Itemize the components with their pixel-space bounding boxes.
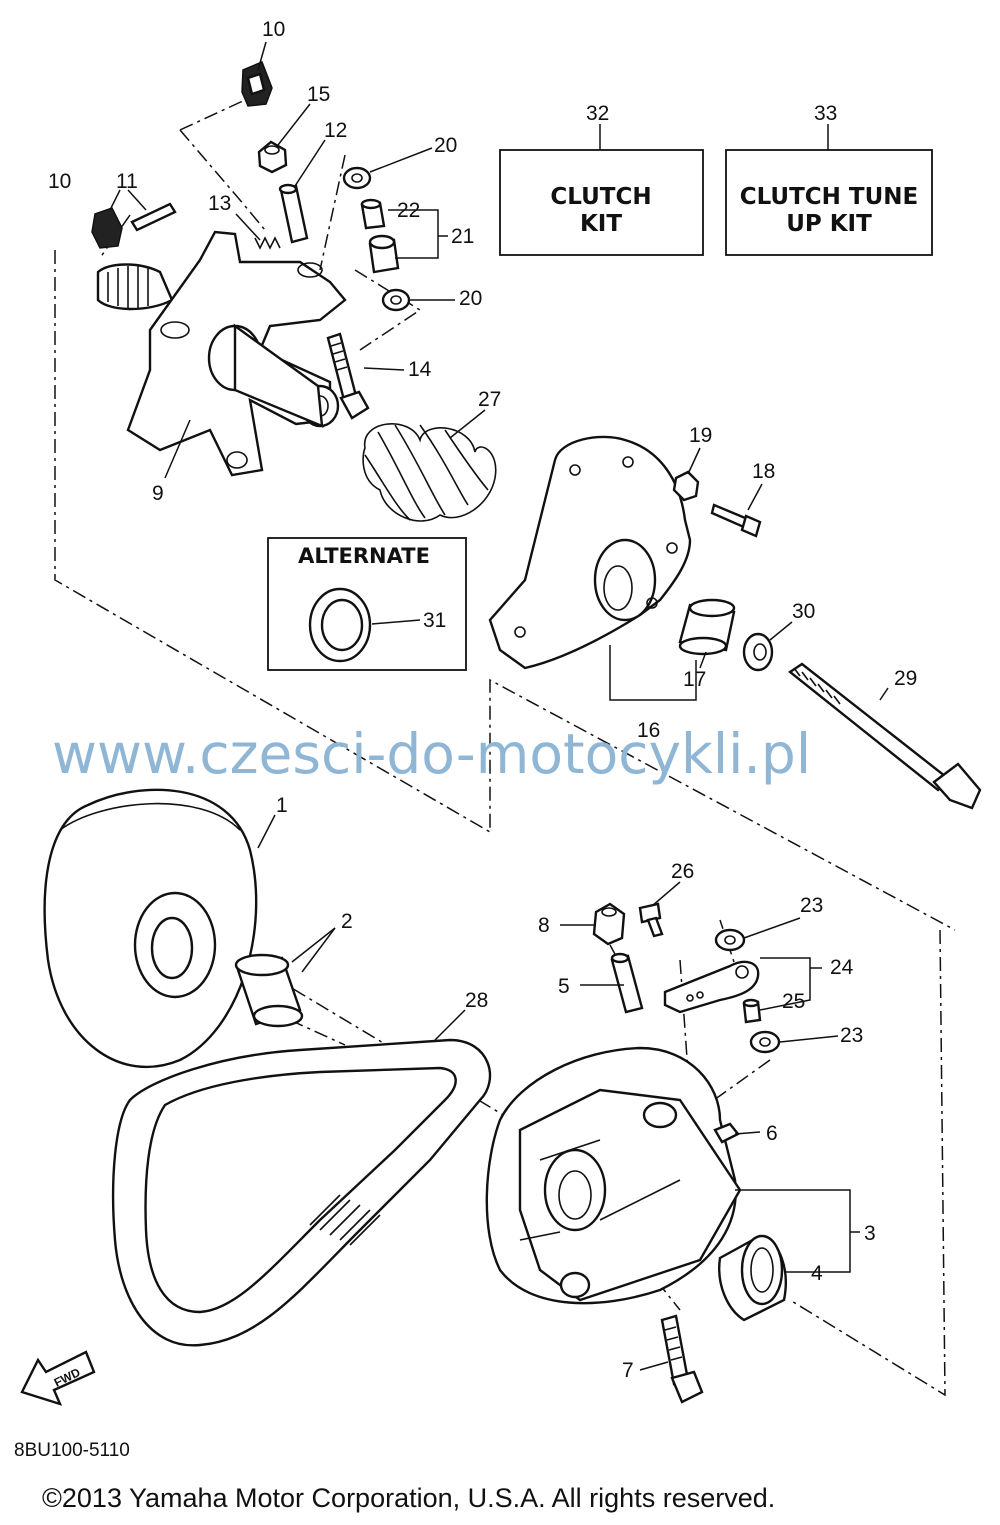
callout-23: 23: [840, 1024, 863, 1047]
clutch-kit-line2: KIT: [580, 211, 622, 237]
tune-up-kit-box: [725, 149, 933, 256]
part-11-pin: [130, 202, 177, 232]
callout-19: 19: [689, 424, 712, 447]
callout-10: 10: [262, 18, 285, 41]
tune-up-kit-line1: CLUTCH TUNE: [740, 184, 919, 210]
callout-1: 1: [276, 794, 288, 817]
part-28-drive-belt: [111, 1038, 492, 1347]
part-23-washer-top: [714, 928, 746, 952]
alternate-label: ALTERNATE: [298, 544, 430, 568]
part-24-weight-arm: [663, 960, 760, 1014]
leader-lines: [109, 41, 889, 1371]
callout-6: 6: [766, 1122, 778, 1145]
part-16-cap-cover: [488, 435, 692, 670]
part-29-long-bolt: [787, 662, 982, 810]
part-20-washer-bottom: [381, 288, 411, 312]
part-20-washer-top: [342, 166, 372, 190]
part-19-nut: [672, 470, 700, 502]
callout-21: 21: [451, 225, 474, 248]
callout-20: 20: [459, 287, 482, 310]
callout-2: 2: [341, 910, 353, 933]
callout-29: 29: [894, 667, 917, 690]
callout-23: 23: [800, 894, 823, 917]
callout-7: 7: [622, 1359, 634, 1382]
diagram-code: 8BU100-5110: [14, 1440, 130, 1461]
part-15-nut: [257, 140, 288, 174]
part-30-washer: [742, 632, 774, 672]
callout-9: 9: [152, 482, 164, 505]
callout-17: 17: [683, 668, 706, 691]
part-2-bushing: [234, 953, 304, 1028]
part-26-bolt: [638, 902, 664, 938]
part-22-roller-sleeve: [360, 198, 386, 230]
callout-22: 22: [397, 199, 420, 222]
callout-31: 31: [423, 609, 446, 632]
part-9-spider-assembly: [96, 230, 347, 477]
callout-5: 5: [558, 975, 570, 998]
copyright-notice: ©2013 Yamaha Motor Corporation, U.S.A. A…: [42, 1483, 776, 1513]
callout-33: 33: [814, 102, 837, 125]
part-3-primary-sliding-sheave: [485, 1046, 742, 1305]
callout-13: 13: [208, 192, 231, 215]
callout-18: 18: [752, 460, 775, 483]
tune-up-kit-line2: UP KIT: [786, 211, 872, 237]
part-4-bushing: [718, 1234, 787, 1322]
part-7-bolt: [660, 1314, 704, 1404]
callout-8: 8: [538, 914, 550, 937]
part-14-bolt: [326, 332, 370, 420]
callout-4: 4: [811, 1262, 823, 1285]
part-5-pin: [610, 952, 644, 1014]
callout-12: 12: [324, 119, 347, 142]
callout-24: 24: [830, 956, 854, 979]
callout-11: 11: [116, 170, 138, 193]
callout-3: 3: [864, 1222, 876, 1245]
callout-10: 10: [48, 170, 71, 193]
callout-26: 26: [671, 860, 694, 883]
callout-15: 15: [307, 83, 330, 106]
part-25-roller: [742, 998, 762, 1024]
callout-27: 27: [478, 388, 501, 411]
part-23-washer-bottom: [749, 1030, 781, 1054]
part-1-movable-sheave: [43, 788, 258, 1069]
part-31-alternate-washer: [308, 587, 372, 663]
callout-numbers: 10 15 12 20 10 11 13 22 21 20 14 27 9 32…: [48, 18, 917, 1382]
fwd-arrow-icon: FWD: [20, 1350, 96, 1406]
part-8-nut: [592, 902, 626, 946]
alternate-box: [267, 537, 467, 671]
callout-25: 25: [782, 990, 805, 1013]
part-17-bushing: [678, 598, 736, 656]
part-10-slider-top: [241, 61, 273, 107]
part-12-pin: [278, 183, 309, 244]
callout-14: 14: [408, 358, 432, 381]
part-21-roller: [368, 234, 400, 274]
clutch-kit-box: [499, 149, 704, 256]
callout-16: 16: [637, 719, 660, 742]
callout-28: 28: [465, 989, 488, 1012]
part-18-bolt: [710, 503, 762, 538]
part-10-slider-left: [91, 207, 123, 249]
part-13-spring: [254, 236, 281, 250]
callout-20: 20: [434, 134, 457, 157]
callout-30: 30: [792, 600, 815, 623]
callout-32: 32: [586, 102, 609, 125]
part-27-spring: [362, 423, 497, 522]
clutch-kit-line1: CLUTCH: [550, 184, 651, 210]
